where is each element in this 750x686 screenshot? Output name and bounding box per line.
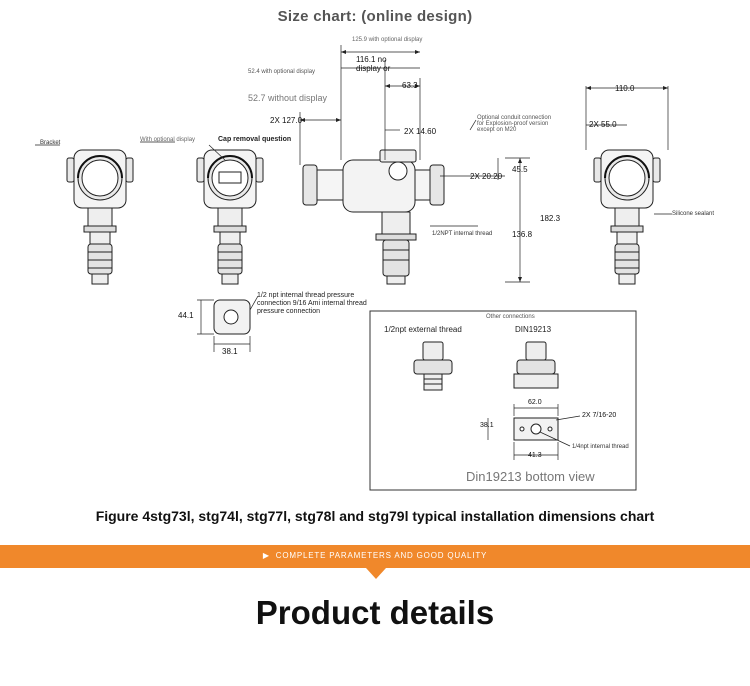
npt-external-label: 1/2npt external thread: [384, 325, 462, 334]
figure-caption: Figure 4stg73l, stg74l, stg77l, stg78l a…: [95, 508, 655, 524]
dim-63-3: 63.3: [402, 81, 418, 90]
dim-2x-7-16-20: 2X 7/16-20: [582, 412, 617, 419]
dim-38-1: 38.1: [222, 347, 238, 356]
display-view-transmitter: [196, 149, 264, 285]
dim-41-3: 41.3: [528, 452, 542, 459]
dim-136-8: 136.8: [512, 230, 533, 239]
dim-2x-55: 2X 55.0: [589, 120, 617, 129]
quarter-npt-label: 1/4npt internal thread: [572, 444, 629, 450]
dim-2x-20-20: 2X 20.20: [470, 172, 503, 181]
dim-38-1-din: 38.1: [480, 422, 494, 429]
dim-125-9: 125.9 with optional display: [352, 37, 423, 43]
play-icon: ▶: [262, 551, 270, 560]
right-view-transmitter: [593, 149, 661, 285]
side-view-transmitter: [302, 149, 445, 285]
other-connections-box: [369, 310, 637, 491]
installation-drawing: [35, 45, 672, 491]
cap-removal-label: Cap removal question: [218, 136, 292, 143]
din-fitting: [513, 341, 559, 389]
npt-fitting: [413, 341, 453, 391]
dim-2x-14-60: 2X 14.60: [404, 127, 437, 136]
orange-banner: [0, 545, 750, 568]
din-bottom-view: [487, 404, 581, 460]
dim-52-7: 52.7 without display: [248, 93, 328, 103]
dim-45-5: 45.5: [512, 165, 528, 174]
other-connections-title: Other connections: [486, 314, 535, 320]
din-bottom-view-label: Din19213 bottom view: [466, 469, 595, 484]
product-details-heading: Product details: [255, 594, 495, 631]
optional-display-label: With optional display: [140, 137, 196, 143]
dim-2x-127: 2X 127.0: [270, 116, 303, 125]
banner-notch: [366, 568, 386, 579]
conduit-note: Optional conduit connection for Explosio…: [477, 115, 552, 133]
flange-detail: [197, 295, 259, 352]
din19213-label: DIN19213: [515, 325, 552, 334]
banner-text: ▶COMPLETE PARAMETERS AND GOOD QUALITY: [262, 551, 488, 560]
dim-116-1: 116.1 no display or: [356, 55, 391, 73]
page-title: Size chart: (online design): [277, 8, 473, 25]
dim-182-3: 182.3: [540, 214, 561, 223]
dim-52-4: 52.4 with optional display: [248, 69, 316, 75]
bracket-label: Bracket: [40, 140, 61, 146]
dim-110: 110.0: [615, 84, 635, 93]
front-view-transmitter: [66, 149, 134, 285]
internal-thread-label: 1/2NPT internal thread: [432, 231, 493, 237]
dim-44-1: 44.1: [178, 311, 194, 320]
silicone-label: Silicone sealant: [672, 211, 715, 217]
dim-62: 62.0: [528, 399, 542, 406]
flange-note: 1/2 npt internal thread pressure connect…: [257, 292, 367, 315]
